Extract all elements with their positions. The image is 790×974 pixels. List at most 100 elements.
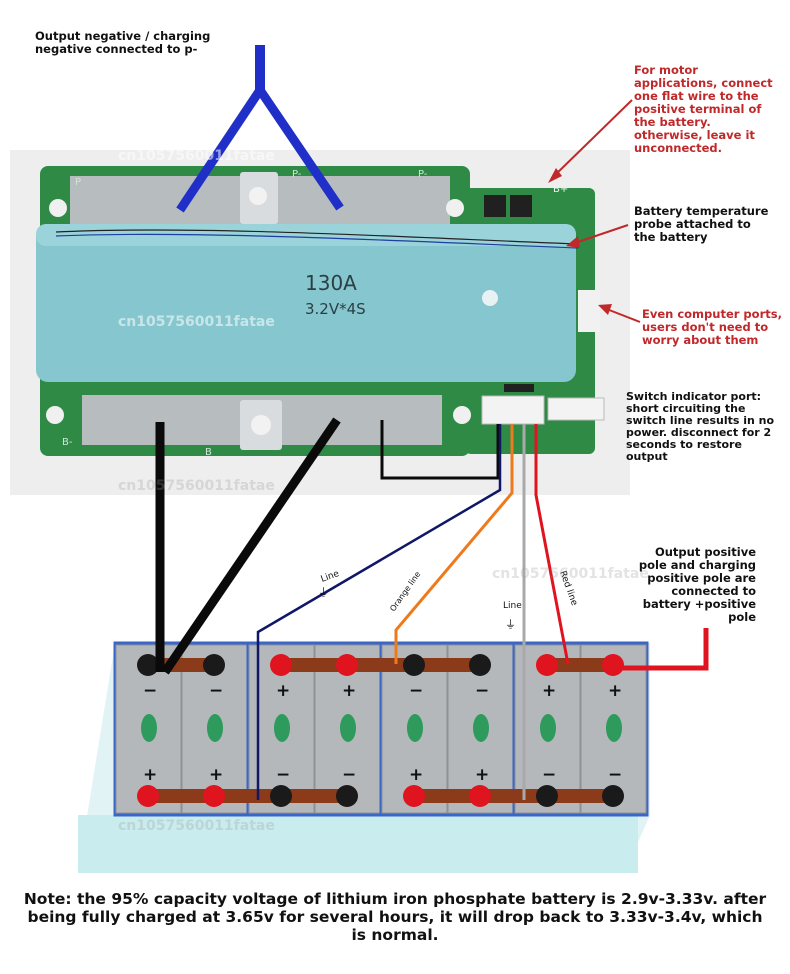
output-positive-wire [618, 628, 709, 671]
terminal-sign-bottom: − [608, 765, 622, 785]
silk-b-minus-2: B [205, 447, 212, 458]
busbar [541, 658, 619, 672]
cell-terminal-top [469, 654, 491, 676]
silk-p-minus-2: P- [418, 169, 428, 180]
output-positive-label: Output positive pole and charging positi… [638, 545, 756, 624]
terminal-sign-bottom: − [542, 765, 556, 785]
terminal-sign-top: − [209, 681, 223, 701]
computer-ports-label: Even computer ports, users don't need to… [642, 307, 782, 347]
blue-wire-right [256, 87, 344, 211]
terminal-sign-top: + [542, 681, 556, 701]
board-spec-text: 3.2V*4S [305, 300, 366, 318]
cell-terminal-bottom [602, 785, 624, 807]
note-text: Note: the 95% capacity voltage of lithiu… [23, 890, 767, 944]
switch-port [547, 397, 605, 421]
busbar-group [142, 658, 619, 803]
output-negative-label: Output negative / charging negative conn… [35, 29, 211, 56]
temperature-probe-label: Battery temperature probe attached to th… [634, 204, 769, 244]
motor-arrow [551, 99, 633, 179]
temp-arrow-head [566, 236, 580, 248]
motor-application-label: For motor applications, connect one flat… [634, 63, 773, 155]
output-negative-wire [176, 45, 344, 213]
board-rating-text: 130A [305, 271, 357, 295]
cell-vent [407, 714, 423, 742]
switch-port-label: Switch indicator port: short circuiting … [626, 390, 775, 463]
cell-vent [141, 714, 157, 742]
terminal-sign-bottom: + [143, 765, 157, 785]
terminal-sign-bottom: − [342, 765, 356, 785]
terminal-sign-bottom: + [409, 765, 423, 785]
silk-p-minus-1: P- [292, 169, 302, 180]
top-screw-hole [249, 187, 267, 205]
cell-terminal-bottom [469, 785, 491, 807]
cell-vent [340, 714, 356, 742]
bottom-screw-hole [251, 415, 271, 435]
silk-b-minus-1: B- [62, 437, 73, 448]
cell-terminal-bottom [270, 785, 292, 807]
cell-terminal-bottom [137, 785, 159, 807]
computer-port [578, 290, 600, 332]
terminal-sign-top: + [608, 681, 622, 701]
line-label-b: Line [503, 601, 522, 611]
terminal-sign-top: + [342, 681, 356, 701]
cell-terminal-top [536, 654, 558, 676]
cell-terminal-top [137, 654, 159, 676]
balance-connector [481, 395, 545, 425]
cell-terminal-top [270, 654, 292, 676]
annotation-arrows [548, 99, 641, 323]
watermark-4: cn1057560011fatae [492, 566, 649, 582]
temperature-probe-wire [55, 229, 579, 245]
terminal-sign-bottom: + [475, 765, 489, 785]
mount-hole-tl [49, 199, 67, 217]
bms-board: 130A 3.2V*4S P P- P- B- B B+ [36, 166, 605, 458]
cell-terminal-bottom [203, 785, 225, 807]
temp-arrow [571, 224, 629, 245]
orange-sense-wire [394, 424, 514, 664]
cell-pair-frame [512, 641, 649, 817]
terminal-sign-top: − [475, 681, 489, 701]
cell-vent [606, 714, 622, 742]
temperature-probe-wire-2 [55, 233, 579, 249]
blue-wire-left [176, 87, 264, 213]
computer-arrow [603, 307, 641, 323]
black-wire-diagonal [161, 417, 341, 675]
silk-p-left: P [75, 177, 81, 188]
busbar [142, 789, 353, 803]
mosfet-1 [484, 195, 506, 217]
terminal-sign-top: + [276, 681, 290, 701]
watermarks: cn1057560011fatae cn1057560011fatae cn10… [118, 148, 649, 834]
terminal-sign-top: − [409, 681, 423, 701]
watermark-1: cn1057560011fatae [118, 148, 275, 164]
busbar [275, 658, 486, 672]
board-cover [36, 224, 576, 382]
cell-terminal-bottom [403, 785, 425, 807]
terminal-sign-bottom: − [276, 765, 290, 785]
mount-hole-tr [446, 199, 464, 217]
mount-hole-bl [46, 406, 64, 424]
ground-glyph-2: ⏚ [318, 586, 329, 599]
watermark-3: cn1057560011fatae [118, 478, 275, 494]
cell-terminal-bottom [536, 785, 558, 807]
terminal-sign-bottom: + [209, 765, 223, 785]
cell-vent [473, 714, 489, 742]
busbar [408, 789, 619, 803]
terminal-group [137, 654, 624, 807]
cell-terminal-top [336, 654, 358, 676]
cell-vent [207, 714, 223, 742]
cover-button [482, 290, 498, 306]
ground-glyph: ⏚ [505, 618, 516, 631]
watermark-5: cn1057560011fatae [118, 818, 275, 834]
terminal-sign-top: − [143, 681, 157, 701]
black-sense-wire [380, 420, 500, 480]
mosfet-2 [510, 195, 532, 217]
line-label-a: Line [320, 569, 341, 585]
red-sense-wire [534, 424, 570, 665]
cell-vent [540, 714, 556, 742]
computer-arrow-head [598, 304, 612, 315]
terminal-sign-group: − + − + + − + − − + − + + − + − [143, 681, 622, 785]
connector-pins [504, 384, 534, 392]
cell-terminal-top [602, 654, 624, 676]
mount-hole-br [453, 406, 471, 424]
